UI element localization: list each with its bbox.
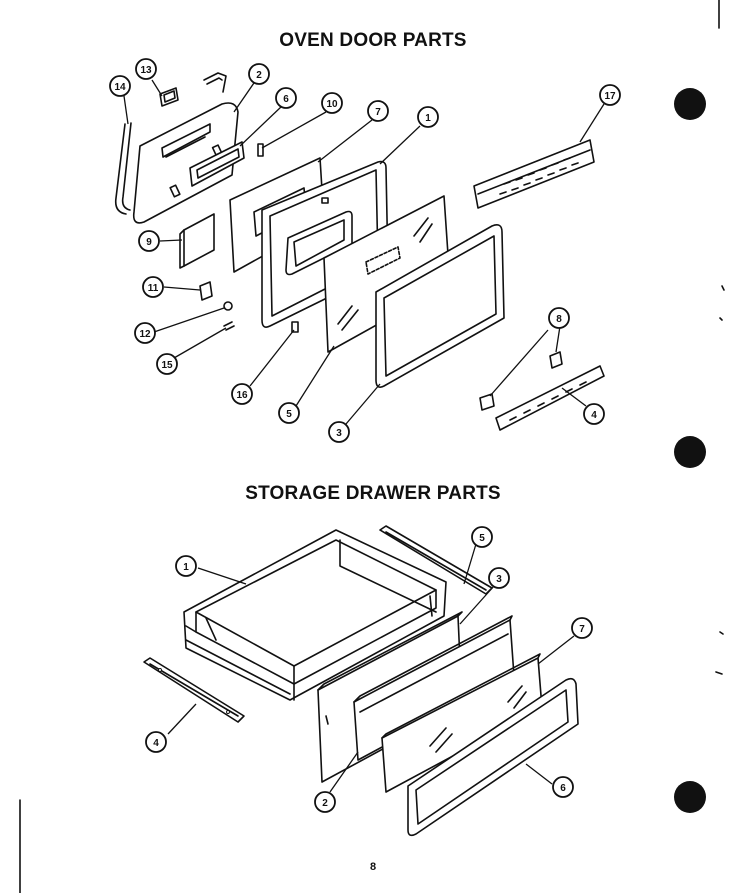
oven-callout-3: 3 bbox=[328, 421, 350, 443]
part-17-top-trim bbox=[473, 139, 595, 209]
drawer-callouts: 1 5 3 7 4 2 6 bbox=[145, 526, 593, 813]
page-number: 8 bbox=[369, 861, 377, 873]
svg-text:5: 5 bbox=[479, 533, 485, 544]
oven-door-exploded-view bbox=[114, 72, 605, 431]
svg-text:3: 3 bbox=[336, 428, 342, 439]
storage-drawer-parts-title: STORAGE DRAWER PARTS bbox=[245, 483, 501, 504]
oven-callout-5: 5 bbox=[278, 402, 300, 424]
svg-text:7: 7 bbox=[375, 107, 381, 118]
svg-text:4: 4 bbox=[591, 410, 597, 421]
oven-callout-6: 6 bbox=[275, 87, 297, 109]
svg-text:8: 8 bbox=[556, 314, 562, 325]
oven-callout-leaders bbox=[123, 79, 605, 425]
page-edge-marks bbox=[19, 0, 725, 893]
oven-callout-7: 7 bbox=[367, 100, 389, 122]
oven-callouts: 14 13 2 6 10 7 1 17 9 11 12 15 16 5 3 8 … bbox=[109, 58, 621, 443]
svg-text:9: 9 bbox=[146, 237, 152, 248]
oven-callout-10: 10 bbox=[321, 92, 343, 114]
oven-callout-14: 14 bbox=[109, 75, 131, 97]
drawer-callout-6: 6 bbox=[552, 776, 574, 798]
svg-text:4: 4 bbox=[153, 738, 159, 749]
part-12-screw bbox=[223, 301, 233, 311]
drawer-callout-7: 7 bbox=[571, 617, 593, 639]
part-15-pin bbox=[223, 321, 235, 331]
storage-drawer-exploded-view bbox=[143, 525, 579, 837]
svg-text:1: 1 bbox=[183, 562, 189, 573]
part-9-side-panel bbox=[183, 213, 215, 267]
oven-door-parts-title: OVEN DOOR PARTS bbox=[279, 30, 467, 51]
drawer-callout-3: 3 bbox=[488, 567, 510, 589]
svg-text:5: 5 bbox=[286, 409, 292, 420]
part-4-bottom-trim bbox=[495, 365, 605, 431]
part-handle-clip bbox=[203, 72, 227, 93]
oven-callout-16: 16 bbox=[231, 383, 253, 405]
svg-text:2: 2 bbox=[256, 70, 262, 81]
oven-callout-17: 17 bbox=[599, 84, 621, 106]
oven-callout-13: 13 bbox=[135, 58, 157, 80]
oven-callout-1: 1 bbox=[417, 106, 439, 128]
drawer-callout-2: 2 bbox=[314, 791, 336, 813]
svg-text:6: 6 bbox=[283, 94, 289, 105]
svg-text:2: 2 bbox=[322, 798, 328, 809]
svg-text:1: 1 bbox=[425, 113, 431, 124]
svg-text:14: 14 bbox=[114, 82, 126, 93]
oven-callout-4: 4 bbox=[583, 403, 605, 425]
part-10-clip bbox=[257, 143, 264, 157]
part-11-hinge-bracket bbox=[199, 281, 213, 301]
part-16-spacer bbox=[291, 321, 299, 333]
part-14-door-gasket bbox=[114, 122, 132, 215]
svg-text:7: 7 bbox=[579, 624, 585, 635]
svg-text:11: 11 bbox=[148, 283, 159, 294]
drawer-callout-4: 4 bbox=[145, 731, 167, 753]
svg-text:12: 12 bbox=[139, 329, 151, 340]
svg-text:6: 6 bbox=[560, 783, 566, 794]
oven-callout-9: 9 bbox=[138, 230, 160, 252]
part-6-drawer-trim-frame bbox=[407, 677, 579, 837]
drawer-callout-leaders bbox=[167, 543, 575, 793]
oven-callout-11: 11 bbox=[142, 276, 164, 298]
svg-text:3: 3 bbox=[496, 574, 502, 585]
oven-callout-8: 8 bbox=[548, 307, 570, 329]
svg-text:16: 16 bbox=[236, 390, 248, 401]
svg-text:15: 15 bbox=[161, 360, 173, 371]
oven-callout-2: 2 bbox=[248, 63, 270, 85]
oven-callout-12: 12 bbox=[134, 322, 156, 344]
part-2-inner-door-liner bbox=[132, 102, 239, 224]
part-3-outer-door-frame bbox=[375, 224, 505, 388]
drawer-callout-1: 1 bbox=[175, 555, 197, 577]
oven-callout-15: 15 bbox=[156, 353, 178, 375]
part-1-drawer-box bbox=[183, 529, 447, 701]
drawer-callout-5: 5 bbox=[471, 526, 493, 548]
svg-text:17: 17 bbox=[604, 91, 616, 102]
svg-text:10: 10 bbox=[326, 99, 338, 110]
part-8-clip bbox=[479, 393, 495, 411]
svg-text:13: 13 bbox=[140, 65, 152, 76]
